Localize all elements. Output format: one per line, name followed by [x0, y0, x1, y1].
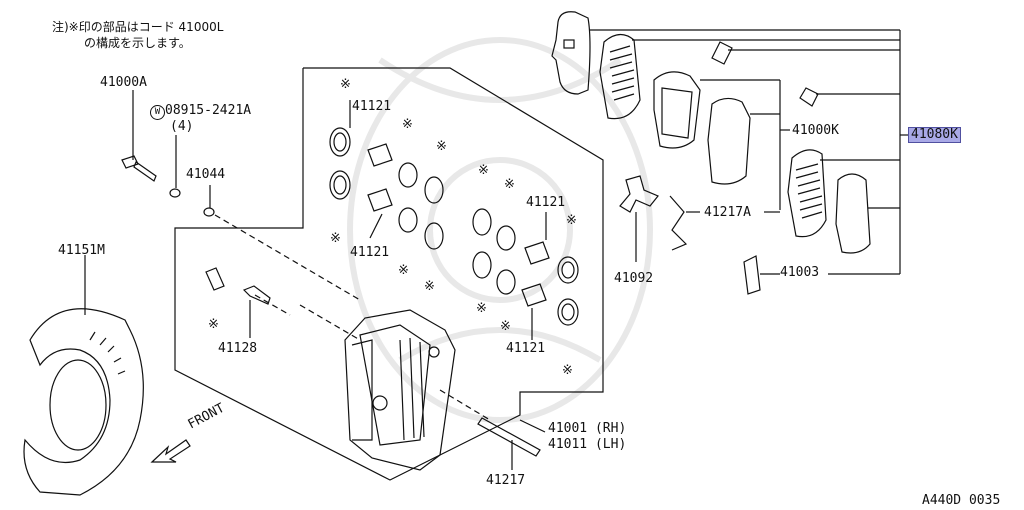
caliper-body[interactable] [344, 309, 456, 471]
label-piston-left: 41121 [350, 245, 390, 260]
clip-mid[interactable] [799, 87, 900, 107]
bleeder-41128[interactable] [205, 267, 271, 338]
label-shim: 41003 [780, 265, 820, 280]
star-marker: ※ [478, 163, 489, 178]
star-marker: ※ [476, 301, 487, 316]
piston-seals-left[interactable] [329, 100, 444, 250]
clip-41092[interactable] [619, 175, 659, 262]
pad-shim-outer-1[interactable] [551, 11, 900, 95]
star-marker: ※ [500, 319, 511, 334]
star-marker: ※ [208, 317, 219, 332]
label-bleeder: 41128 [218, 341, 258, 356]
label-shield: 41151M [58, 243, 105, 258]
label-washer-qty: (4) [170, 119, 194, 134]
star-marker: ※ [402, 117, 413, 132]
piston-seals-right[interactable] [472, 208, 579, 340]
label-clip: 41092 [614, 271, 654, 286]
label-piston-right-bottom: 41121 [506, 341, 546, 356]
label-pad-kit: 41000K [792, 123, 839, 138]
brake-pad-inner[interactable] [707, 80, 790, 210]
clip-upper[interactable] [711, 41, 900, 65]
dust-shield-41151m[interactable] [23, 255, 144, 496]
label-bolt: 41000A [100, 75, 147, 90]
note-line-2: の構成を示します。 [84, 36, 191, 50]
label-pin: 41217 [486, 473, 526, 488]
spring-41217a[interactable] [669, 195, 780, 251]
star-marker: ※ [340, 77, 351, 92]
star-marker: ※ [398, 263, 409, 278]
label-caliper-rh: 41001 (RH) [548, 421, 627, 436]
diagram-code: A440D 0035 [922, 493, 1001, 508]
label-washer-small: 41044 [186, 167, 226, 182]
washer-08915[interactable] [169, 135, 181, 198]
label-piston-top: 41121 [352, 99, 392, 114]
label-caliper-lh: 41011 (LH) [548, 437, 627, 452]
caliper-group-frame [174, 67, 604, 481]
star-marker: ※ [436, 139, 447, 154]
star-marker: ※ [330, 231, 341, 246]
star-marker: ※ [424, 279, 435, 294]
washer-circle-icon: W [150, 105, 165, 120]
star-marker: ※ [562, 363, 573, 378]
star-marker: ※ [504, 177, 515, 192]
star-marker: ※ [566, 213, 577, 228]
note-line-1: 注)※印の部品はコード 41000L [52, 20, 224, 34]
shim-41003[interactable] [743, 255, 900, 295]
washer-part-number: 08915-2421A [165, 103, 252, 118]
label-piston-right-top: 41121 [526, 195, 566, 210]
label-pad-set-highlighted[interactable]: 41080K [908, 127, 961, 143]
bolt-41000a[interactable] [121, 90, 157, 182]
pad-shim-outer-2[interactable] [599, 33, 900, 120]
pin-41217[interactable] [477, 417, 541, 470]
pad-shim-inner-2[interactable] [835, 173, 900, 254]
pad-shim-inner-1[interactable] [787, 149, 900, 238]
label-spring: 41217A [704, 205, 751, 220]
brake-pad-outer[interactable] [653, 71, 780, 149]
washer-41044[interactable] [203, 185, 215, 217]
front-arrow [150, 439, 191, 463]
